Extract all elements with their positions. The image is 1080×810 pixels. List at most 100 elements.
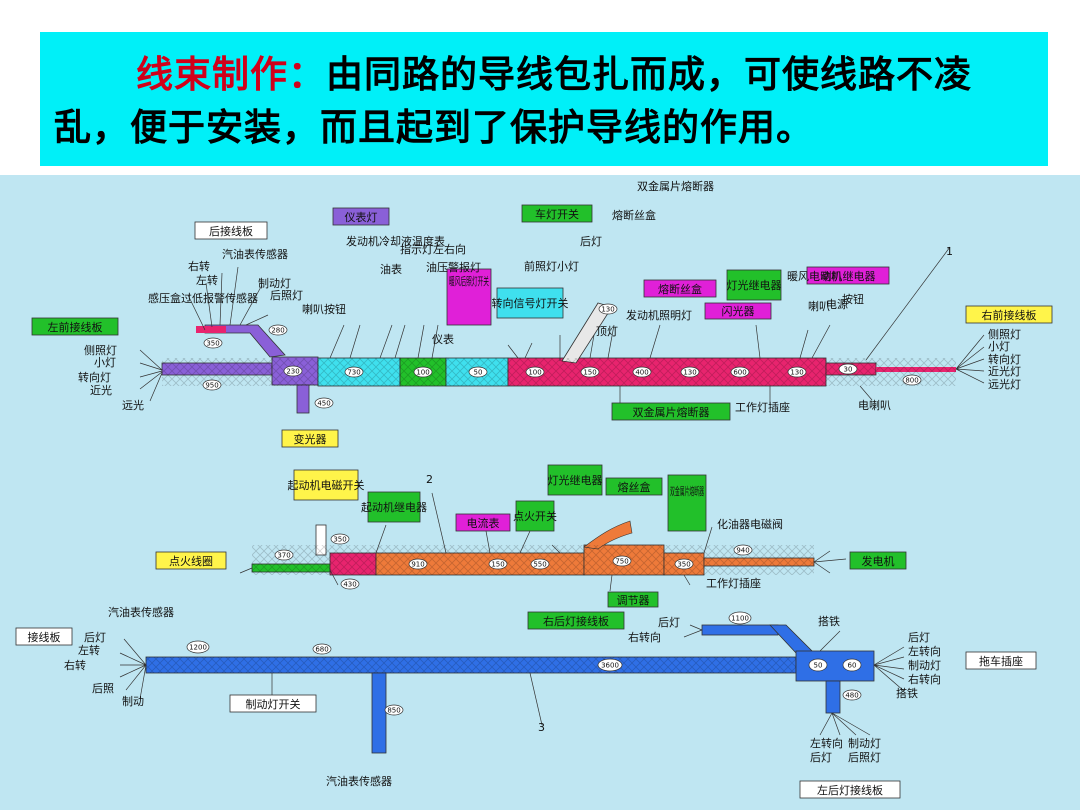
box-horn-relay-text: 喇叭继电器 xyxy=(821,269,876,283)
lbl-near-light-r: 近光灯 xyxy=(988,364,1021,378)
lbl-small-light: 小灯 xyxy=(94,356,116,369)
lbl-rear-light2: 后灯 xyxy=(908,631,930,644)
lbl-oil-pressure: 油压警报灯 xyxy=(426,260,481,274)
h3-num-7 xyxy=(384,704,404,716)
h1-num-6-text: 100 xyxy=(416,369,429,377)
box-flasher xyxy=(704,302,772,320)
lbl-brake-l: 制动 xyxy=(122,695,144,708)
h2-labels: 化油器电磁阀 工作灯插座 2 xyxy=(426,473,783,590)
h2-num-2 xyxy=(340,578,360,590)
box-ammeter-text: 电流表 xyxy=(467,516,500,530)
box-ammeter xyxy=(455,513,511,532)
h3-num-4-text: 50 xyxy=(814,662,823,670)
lbl-heater-motor: 暖风电动机 xyxy=(787,269,842,283)
h3-num-1 xyxy=(312,643,332,655)
box-rear-board-text: 后接线板 xyxy=(209,224,253,238)
h3-num-0-text: 1200 xyxy=(189,644,207,652)
h1-num-7-text: 50 xyxy=(474,369,483,377)
lbl-small-light-r: 小灯 xyxy=(988,340,1010,353)
harness-3: 1200 680 3600 1100 50 60 480 850 接线板 右后灯… xyxy=(15,605,1037,799)
box-bimetal-fuse xyxy=(611,402,731,421)
lbl-near-light: 近光 xyxy=(90,383,112,397)
box-rear-light-board xyxy=(527,611,625,630)
h3-num-5 xyxy=(842,658,862,672)
box-light-relay xyxy=(726,269,782,301)
box-flasher-text: 闪光器 xyxy=(722,304,755,318)
h2-num-4 xyxy=(488,558,508,570)
box-turn-switch xyxy=(496,287,564,319)
wiring-diagram: 350 280 230 950 450 730 100 50 100 130 1… xyxy=(0,175,1080,810)
lbl-marker-2: 2 xyxy=(426,473,433,486)
lbl-brake2: 制动灯 xyxy=(908,659,941,672)
h3-blue-diag xyxy=(769,624,813,654)
lbl-side-light-r: 侧照灯 xyxy=(988,328,1021,341)
lbl-engine-room: 发动机照明灯 xyxy=(626,308,692,322)
lbl-brake-light: 制动灯 xyxy=(258,277,291,290)
lbl-button: 按钮 xyxy=(842,292,864,306)
lbl-left-turn-l: 左转 xyxy=(78,643,100,657)
h2-num-0 xyxy=(274,549,294,561)
lbl-far-light: 远光 xyxy=(122,398,144,412)
h1-purple-down xyxy=(296,384,310,414)
h1-num-11-text: 400 xyxy=(635,369,648,377)
lbl-rear-lights: 后灯 xyxy=(580,235,602,248)
lbl-ground2: 搭铁 xyxy=(896,687,918,700)
h2-num-1 xyxy=(330,533,350,545)
h1-num-10 xyxy=(580,366,600,378)
lbl-horn: 喇叭 xyxy=(808,299,830,313)
box-trailer-socket xyxy=(965,651,1037,670)
h3-num-7-text: 850 xyxy=(387,707,400,715)
box-ignition-text: 点火开关 xyxy=(513,509,557,523)
h3-blue-stub xyxy=(825,680,841,714)
lbl-rear-b: 后灯 xyxy=(810,751,832,764)
h2-num-2-text: 430 xyxy=(343,581,356,589)
h3-num-6-text: 480 xyxy=(845,692,858,700)
box-left-rear-board-text: 左后灯接线板 xyxy=(817,783,883,797)
h1-num-13 xyxy=(730,366,750,378)
h1-red-stub xyxy=(196,326,226,333)
lbl-engine-temp: 发动机冷却液温度表 xyxy=(346,234,445,248)
box-right-front-board-text: 右前接线板 xyxy=(982,308,1037,322)
box-instrument-light-text: 仪表灯 xyxy=(345,210,378,224)
h3-num-3-text: 1100 xyxy=(731,615,749,623)
lbl-fuel-sensor: 汽油表传感器 xyxy=(222,247,288,261)
lbl-turn-light: 转向灯 xyxy=(78,370,111,384)
lbl-rear-r: 后灯 xyxy=(658,616,680,629)
box-bimetal2-text: 双金属片熔断器 xyxy=(670,484,704,498)
h1-boxes: 左前接线板 后接线板 仪表灯 车灯开关 暖风后照灯开关 转向信号灯开关 熔断丝盒… xyxy=(31,204,1053,448)
lbl-turn-light-r: 转向灯 xyxy=(988,352,1021,366)
box-generator-text: 发电机 xyxy=(862,554,895,568)
h1-num-0-text: 350 xyxy=(206,340,219,348)
h1-num-5-text: 730 xyxy=(347,369,360,377)
h3-num-0 xyxy=(186,640,210,654)
h1-num-1-text: 280 xyxy=(271,327,284,335)
h2-num-8 xyxy=(733,544,753,556)
lbl-carb-valve: 化油器电磁阀 xyxy=(717,517,783,531)
title-body: 由同路的导线包扎而成，可使线路不凌乱，便于安装，而且起到了保护导线的作用。 xyxy=(54,52,972,149)
lbl-left-turn-b: 左转向 xyxy=(810,736,843,750)
lbl-rear-light-b: 后照灯 xyxy=(848,751,881,764)
box-left-front-board xyxy=(31,317,119,336)
lbl-side-light: 侧照灯 xyxy=(84,344,117,357)
h1-num-14-text: 130 xyxy=(790,369,803,377)
box-bimetal2 xyxy=(667,474,707,532)
lbl-marker-3: 3 xyxy=(538,721,545,734)
lbl-instrument: 仪表 xyxy=(432,332,454,346)
lbl-fuel-sensor-l: 汽油表传感器 xyxy=(108,605,174,619)
lbl-power: 电源 xyxy=(826,297,848,311)
box-board-text: 接线板 xyxy=(28,630,61,644)
h1-num-3 xyxy=(202,379,222,391)
box-light-relay-text: 灯光继电器 xyxy=(727,278,782,292)
h1-num-1 xyxy=(268,324,288,336)
title-lead: 线束制作： xyxy=(136,52,326,96)
h3-num-3 xyxy=(728,611,752,625)
lbl-lamp-socket2: 工作灯插座 xyxy=(706,576,761,590)
h1-num-6 xyxy=(413,366,433,378)
h2-num-3 xyxy=(408,558,428,570)
h1-num-14 xyxy=(787,366,807,378)
lbl-horn-btn: 喇叭按钮 xyxy=(302,302,346,316)
h1-num-7 xyxy=(468,366,488,378)
box-starter-switch-text: 起动机电磁开关 xyxy=(288,478,365,492)
box-board xyxy=(15,627,73,646)
h3-num-1-text: 680 xyxy=(315,646,328,654)
